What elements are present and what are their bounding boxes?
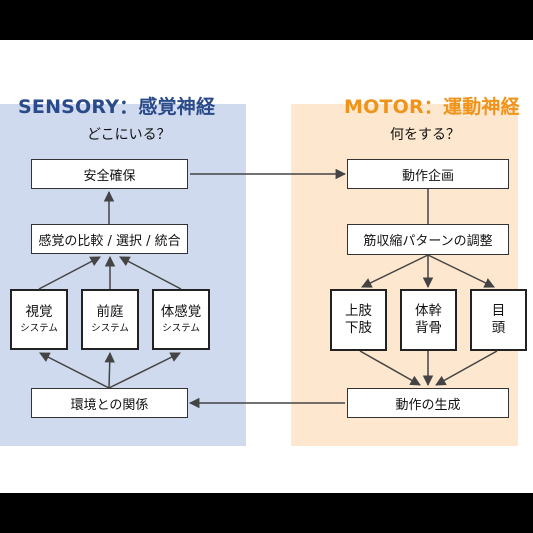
visual-system-box: 視覚 システム [10,289,68,350]
visual-system-label: システム [20,323,58,334]
vestibular-system-label: システム [91,323,129,334]
eyes-box: 目 頭 [470,289,527,351]
motor-question: 何をする？ [390,127,460,143]
somato-system-box: 体感覚 システム [152,289,210,350]
safety-box: 安全確保 [31,159,188,189]
pattern-box: 筋収縮パターンの調整 [347,224,509,255]
limbs-label-1: 上肢 [345,303,372,320]
somato-label: 体感覚 [160,304,202,321]
trunk-label-1: 体幹 [415,303,442,320]
environment-label: 環境との関係 [70,397,149,413]
vestibular-system-box: 前庭 システム [81,289,139,350]
generation-label: 動作の生成 [395,397,461,413]
trunk-label-2: 背骨 [415,320,442,336]
limbs-box: 上肢 下肢 [330,289,387,351]
generation-box: 動作の生成 [347,388,509,418]
sensory-compare-box: 感覚の比較 / 選択 / 統合 [31,224,188,254]
planning-label: 動作企画 [401,168,454,184]
visual-label: 視覚 [25,304,53,321]
environment-box: 環境との関係 [31,388,188,418]
planning-box: 動作企画 [347,159,509,189]
eyes-label-1: 目 [491,303,506,320]
pattern-label: 筋収縮パターンの調整 [363,234,493,249]
motor-title: MOTOR：運動神経 [344,96,520,118]
somato-system-label: システム [162,323,200,334]
sensory-question: どこにいる？ [87,127,171,143]
sensory-compare-label: 感覚の比較 / 選択 / 統合 [38,233,181,249]
sensory-title: SENSORY：感覚神経 [18,96,216,118]
trunk-box: 体幹 背骨 [400,289,457,351]
limbs-label-2: 下肢 [345,320,372,336]
eyes-label-2: 頭 [491,320,506,336]
safety-label: 安全確保 [83,168,136,184]
vestibular-label: 前庭 [96,304,124,321]
